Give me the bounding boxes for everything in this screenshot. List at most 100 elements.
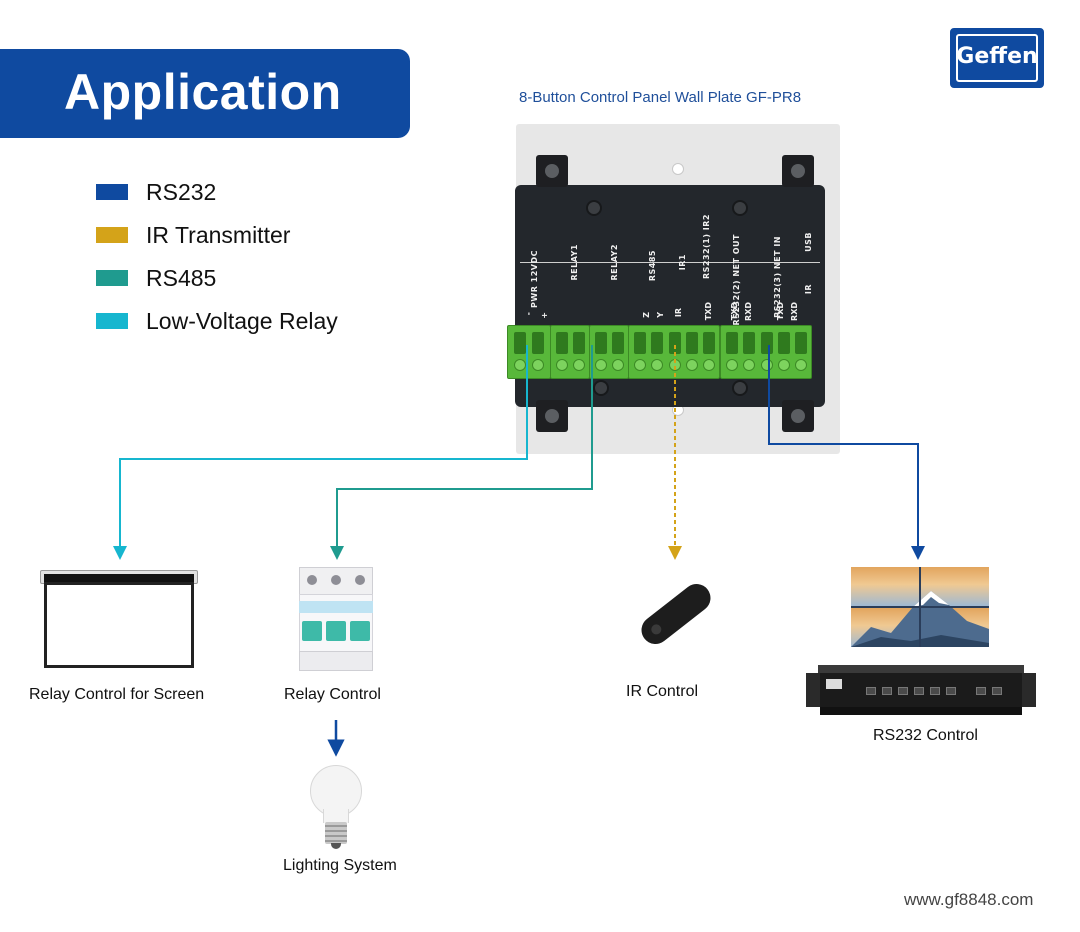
legend-swatch [96,270,128,286]
logo-frame [956,34,1038,82]
terminal-block-relay1 [550,325,590,379]
matrix-port [992,687,1002,695]
breaker-bottom [299,651,373,671]
terminal-screw [686,359,698,371]
legend-swatch [96,184,128,200]
terminal-screw [743,359,755,371]
screen-sheet [44,582,194,668]
matrix-switcher-icon [806,665,1036,715]
terminal-slot [726,332,738,354]
matrix-port [930,687,940,695]
connector-relay1-screen [113,345,528,560]
legend-swatch [96,227,128,243]
screen-roller [44,574,194,582]
device-divider [520,262,820,263]
terminal-screw [595,359,607,371]
terminal-block-rs232 [720,325,812,379]
terminal-slot [573,332,585,354]
bulb-base [325,822,347,844]
terminal-screw [556,359,568,371]
terminal-screw [778,359,790,371]
ir-caption: IR Control [626,683,699,700]
legend-label: Low-Voltage Relay [146,308,338,334]
terminal-slot [514,332,526,354]
panel-sky [851,567,919,606]
title-banner [0,49,410,138]
terminal-slot [612,332,624,354]
lighting-caption: Lighting System [283,857,397,874]
terminal-slot [778,332,790,354]
matrix-port [914,687,924,695]
terminal-screw [612,359,624,371]
terminal-screw [532,359,544,371]
breaker-dot [355,575,365,585]
matrix-bottom [820,707,1022,715]
matrix-port [882,687,892,695]
mounting-bracket [782,155,814,187]
page-title: Application [64,64,342,120]
matrix-port [898,687,908,695]
terminal-screw [651,359,663,371]
terminal-slot [532,332,544,354]
mountain-image [851,567,989,647]
connector-relay2-breaker [330,345,593,560]
terminal-slot [651,332,663,354]
matrix-port [866,687,876,695]
terminal-screw [703,359,715,371]
light-bulb-icon [310,765,362,849]
terminal-slot [556,332,568,354]
terminal-screw [573,359,585,371]
matrix-ear [1022,673,1036,707]
terminal-slot [686,332,698,354]
terminal-screw [514,359,526,371]
breaker-dot [307,575,317,585]
terminal-slot [669,332,681,354]
wall-plate-hole [672,163,684,175]
terminal-slot [795,332,807,354]
ir-remote-eye [649,622,664,637]
bracket-hole [791,409,805,423]
circuit-breaker-icon [299,567,373,671]
rs232-caption: RS232 Control [873,727,978,744]
screw-icon [593,380,609,396]
terminal-block-pwr [507,325,551,379]
bracket-hole [791,164,805,178]
screen-caption: Relay Control for Screen [29,686,205,703]
video-wall-panel [851,567,919,606]
projector-screen-icon [40,570,198,668]
mounting-bracket [536,155,568,187]
terminal-slot [703,332,715,354]
terminal-slot [743,332,755,354]
breaker-handle [302,621,322,641]
relay-caption: Relay Control [284,686,381,703]
bulb-neck [323,809,349,823]
bracket-hole [545,409,559,423]
screw-icon [586,200,602,216]
logo-text: Geffen [956,44,1038,69]
matrix-top [818,665,1024,673]
mounting-bracket [536,400,568,432]
breaker-handle [350,621,370,641]
terminal-block-rs485-ir [628,325,720,379]
bulb-tip [331,843,341,849]
legend-label: IR Transmitter [146,222,291,248]
legend-swatch [96,313,128,329]
bracket-hole [545,164,559,178]
video-wall-icon [851,567,989,647]
geffen-logo: Geffen [950,28,1044,88]
screw-icon [732,200,748,216]
terminal-screw [726,359,738,371]
breaker-dot [331,575,341,585]
connector-rs232 [768,345,925,560]
breaker-top [299,567,373,595]
matrix-port [976,687,986,695]
matrix-port [946,687,956,695]
screw-icon [732,380,748,396]
terminal-slot [595,332,607,354]
breaker-strip [299,601,373,613]
terminal-slot [634,332,646,354]
legend-label: RS485 [146,265,217,291]
panel-caption: 8-Button Control Panel Wall Plate GF-PR8 [519,89,802,106]
legend-label: RS232 [146,179,217,205]
